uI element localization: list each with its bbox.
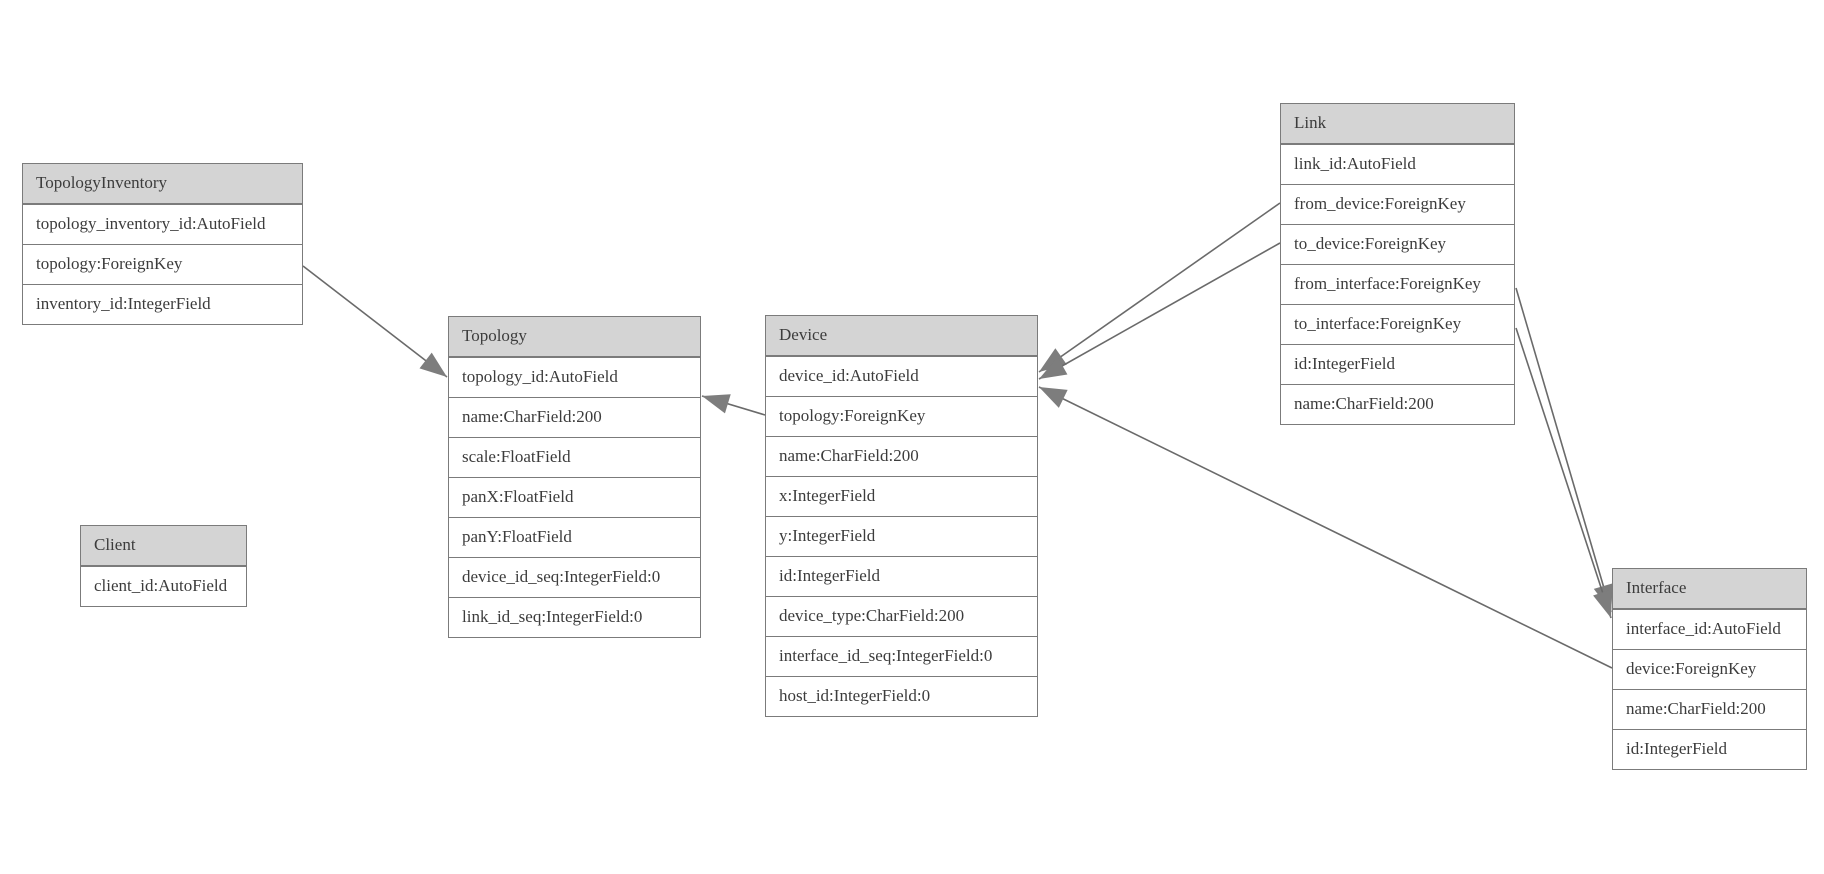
entity-field-row: inventory_id:IntegerField: [23, 284, 302, 324]
entity-field-row: link_id_seq:IntegerField:0: [449, 597, 700, 637]
entity-field-row: to_device:ForeignKey: [1281, 224, 1514, 264]
entity-field-row: client_id:AutoField: [81, 566, 246, 606]
relation-link-to_device-device: [1038, 242, 1281, 380]
entity-field-row: topology:ForeignKey: [23, 244, 302, 284]
entity-field-row: scale:FloatField: [449, 437, 700, 477]
entity-field-row: topology_id:AutoField: [449, 357, 700, 397]
entity-field-row: id:IntegerField: [1281, 344, 1514, 384]
entity-field-row: link_id:AutoField: [1281, 144, 1514, 184]
entity-field-row: panX:FloatField: [449, 477, 700, 517]
entity-field-row: interface_id_seq:IntegerField:0: [766, 636, 1037, 676]
entity-title-interface: Interface: [1613, 569, 1806, 609]
entity-field-row: device_type:CharField:200: [766, 596, 1037, 636]
relation-link-to_interface-interface: [1515, 327, 1613, 619]
entity-field-row: interface_id:AutoField: [1613, 609, 1806, 649]
entity-title-topology_inventory: TopologyInventory: [23, 164, 302, 204]
entity-field-row: to_interface:ForeignKey: [1281, 304, 1514, 344]
entity-field-row: panY:FloatField: [449, 517, 700, 557]
entity-title-topology: Topology: [449, 317, 700, 357]
entity-field-row: id:IntegerField: [1613, 729, 1806, 769]
entity-field-row: device:ForeignKey: [1613, 649, 1806, 689]
entity-title-client: Client: [81, 526, 246, 566]
entity-field-row: topology_inventory_id:AutoField: [23, 204, 302, 244]
entity-field-row: id:IntegerField: [766, 556, 1037, 596]
entity-field-row: from_interface:ForeignKey: [1281, 264, 1514, 304]
relation-device-topology: [701, 394, 766, 416]
entity-field-row: name:CharField:200: [1613, 689, 1806, 729]
relation-link-from_device-device: [1038, 202, 1281, 373]
entity-field-row: from_device:ForeignKey: [1281, 184, 1514, 224]
entity-field-row: device_id_seq:IntegerField:0: [449, 557, 700, 597]
entity-field-row: y:IntegerField: [766, 516, 1037, 556]
entity-field-row: host_id:IntegerField:0: [766, 676, 1037, 716]
entity-field-row: x:IntegerField: [766, 476, 1037, 516]
relation-link-from_interface-interface: [1515, 287, 1613, 613]
entity-field-row: name:CharField:200: [449, 397, 700, 437]
entity-field-row: name:CharField:200: [1281, 384, 1514, 424]
entity-title-link: Link: [1281, 104, 1514, 144]
entity-title-device: Device: [766, 316, 1037, 356]
entity-field-row: device_id:AutoField: [766, 356, 1037, 396]
entity-field-row: name:CharField:200: [766, 436, 1037, 476]
relation-interface-device: [1038, 386, 1613, 669]
entity-field-row: topology:ForeignKey: [766, 396, 1037, 436]
relation-topologyinventory-topology: [302, 265, 448, 378]
